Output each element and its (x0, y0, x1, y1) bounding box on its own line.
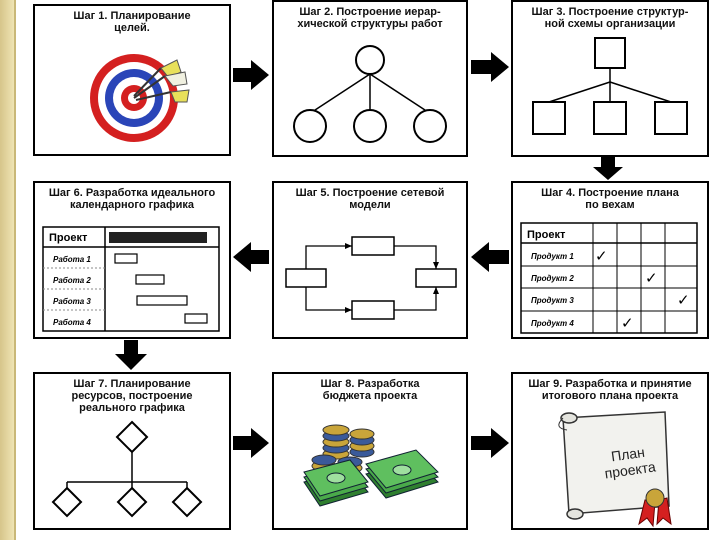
root-node (355, 45, 385, 75)
milestone-check-2: ✓ (645, 269, 658, 287)
child-node-1 (293, 109, 327, 143)
arrow-6-to-7 (115, 340, 147, 370)
step-3-panel: Шаг 3. Построение структур- ной схемы ор… (511, 0, 709, 157)
arrow-2-to-3 (471, 52, 509, 82)
step-2-title: Шаг 2. Построение иерар- хической структ… (297, 6, 443, 30)
child-node-3 (413, 109, 447, 143)
darts-icon (133, 59, 190, 103)
left-decorative-bar (0, 0, 14, 540)
step-4-panel: Шаг 4. Построение плана по вехам Проект … (511, 181, 709, 339)
milestone-check-4: ✓ (621, 314, 634, 332)
arrow-5-to-6 (233, 242, 269, 272)
target-illustration (90, 54, 190, 142)
gantt-bar-1 (114, 253, 138, 264)
banknote-stack-right-icon (365, 449, 439, 499)
network-node-right (415, 268, 457, 288)
milestone-header: Проект (527, 229, 566, 241)
org-box-3 (654, 101, 688, 135)
step-6-panel: Шаг 6. Разработка идеального календарног… (33, 181, 231, 339)
step-7-title: Шаг 7. Планирование ресурсов, построение… (71, 378, 193, 414)
network-node-top (351, 236, 395, 256)
arrow-8-to-9 (471, 428, 509, 458)
step-9-title: Шаг 9. Разработка и принятие итогового п… (528, 378, 692, 402)
step-1-title: Шаг 1. Планирование целей. (73, 10, 191, 34)
step-3-title: Шаг 3. Построение структур- ной схемы ор… (531, 6, 689, 30)
gantt-chart-illustration: Проект Работа 1 Работа 2 Работа 3 Работа… (42, 226, 220, 332)
step-8-title: Шаг 8. Разработка бюджета проекта (320, 378, 420, 402)
arrow-4-to-5 (471, 242, 509, 272)
child-node-2 (353, 109, 387, 143)
hierarchy-tree-illustration (293, 45, 447, 143)
resource-tree-illustration (51, 420, 203, 518)
network-model-illustration (285, 236, 457, 320)
step-4-title: Шаг 4. Построение плана по вехам (541, 187, 679, 211)
money-illustration (303, 424, 439, 507)
gantt-project-bar (109, 232, 207, 243)
step-5-title: Шаг 5. Построение сетевой модели (295, 187, 445, 211)
gantt-bar-4 (184, 313, 208, 324)
scroll-icon (558, 411, 670, 520)
plan-scroll-illustration (558, 411, 672, 528)
milestone-row-3: Продукт 3 (531, 296, 574, 305)
resource-diamond-3 (171, 486, 203, 518)
arrow-3-to-4 (593, 157, 623, 180)
resource-diamond-2 (116, 486, 148, 518)
milestone-row-2: Продукт 2 (531, 274, 574, 283)
resource-diamond-1 (51, 486, 83, 518)
network-node-bottom (351, 300, 395, 320)
gantt-row-4: Работа 4 (53, 318, 91, 327)
arrow-1-to-2 (233, 60, 269, 90)
gantt-row-2: Работа 2 (53, 276, 91, 285)
gantt-bar-3 (136, 295, 188, 306)
milestone-grid-illustration: Проект Продукт 1 Продукт 2 Продукт 3 Про… (520, 222, 698, 334)
arrow-7-to-8 (233, 428, 269, 458)
gantt-row-1: Работа 1 (53, 255, 91, 264)
milestone-check-1: ✓ (595, 247, 608, 265)
step-5-panel: Шаг 5. Построение сетевой модели (272, 181, 468, 339)
step-1-panel: Шаг 1. Планирование целей. (33, 4, 231, 156)
network-node-left (285, 268, 327, 288)
org-top-box (594, 37, 626, 69)
resource-root-diamond (115, 420, 149, 454)
org-box-2 (593, 101, 627, 135)
gantt-bar-2 (135, 274, 165, 285)
org-structure-illustration (532, 37, 688, 135)
gantt-row-3: Работа 3 (53, 297, 91, 306)
seal-ribbon-icon (638, 488, 672, 528)
coin-stack-icon (311, 424, 375, 474)
milestone-row-4: Продукт 4 (531, 319, 574, 328)
step-7-panel: Шаг 7. Планирование ресурсов, построение… (33, 372, 231, 530)
gantt-header: Проект (49, 232, 88, 244)
step-8-panel: Шаг 8. Разработка бюджета проекта (272, 372, 468, 530)
milestone-check-3: ✓ (677, 291, 690, 309)
step-2-panel: Шаг 2. Построение иерар- хической структ… (272, 0, 468, 157)
step-6-title: Шаг 6. Разработка идеального календарног… (48, 187, 216, 211)
banknote-stack-left-icon (303, 459, 369, 507)
left-decorative-line (14, 0, 16, 540)
step-9-panel: Шаг 9. Разработка и принятие итогового п… (511, 372, 709, 530)
org-box-1 (532, 101, 566, 135)
milestone-row-1: Продукт 1 (531, 252, 574, 261)
